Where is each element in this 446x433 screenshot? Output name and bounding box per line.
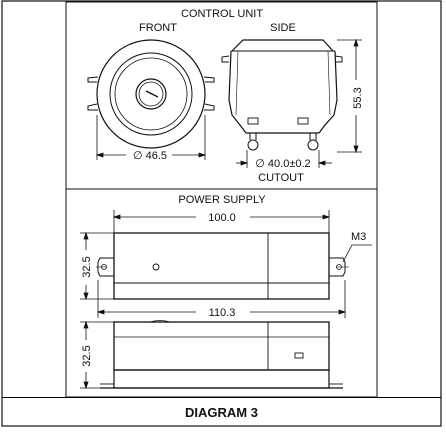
cutout-label: ∅ 40.0±0.2 bbox=[255, 158, 310, 170]
power-supply-side-view bbox=[100, 320, 343, 389]
diameter-label: ∅ 46.5 bbox=[133, 150, 167, 162]
front-view bbox=[87, 39, 215, 160]
thread-leader bbox=[342, 244, 372, 263]
height-top-dimension bbox=[80, 231, 114, 301]
power-supply-top-view bbox=[96, 232, 349, 300]
side-view bbox=[221, 39, 343, 151]
cutout-caption: CUTOUT bbox=[258, 172, 304, 184]
thread-label: M3 bbox=[351, 231, 366, 243]
front-label: FRONT bbox=[139, 22, 177, 34]
width-label: 100.0 bbox=[208, 212, 236, 224]
cutout-dimension bbox=[236, 150, 332, 168]
overall-label: 110.3 bbox=[209, 307, 236, 319]
height-dimension bbox=[337, 38, 362, 154]
height-top-label: 32.5 bbox=[81, 256, 93, 277]
height-bottom-label: 32.5 bbox=[81, 345, 93, 366]
control-unit-heading: CONTROL UNIT bbox=[181, 8, 263, 20]
height-label: 55.3 bbox=[352, 87, 364, 108]
outer-border bbox=[1, 0, 442, 427]
diameter-dimension bbox=[95, 152, 207, 158]
diagram-caption: DIAGRAM 3 bbox=[2, 397, 441, 427]
power-supply-heading: POWER SUPPLY bbox=[178, 194, 266, 206]
width-dimension bbox=[112, 210, 331, 233]
side-label: SIDE bbox=[270, 22, 296, 34]
diagram-caption-text: DIAGRAM 3 bbox=[185, 405, 258, 420]
height-bottom-dimension bbox=[80, 320, 114, 390]
overall-dimension bbox=[96, 280, 347, 318]
